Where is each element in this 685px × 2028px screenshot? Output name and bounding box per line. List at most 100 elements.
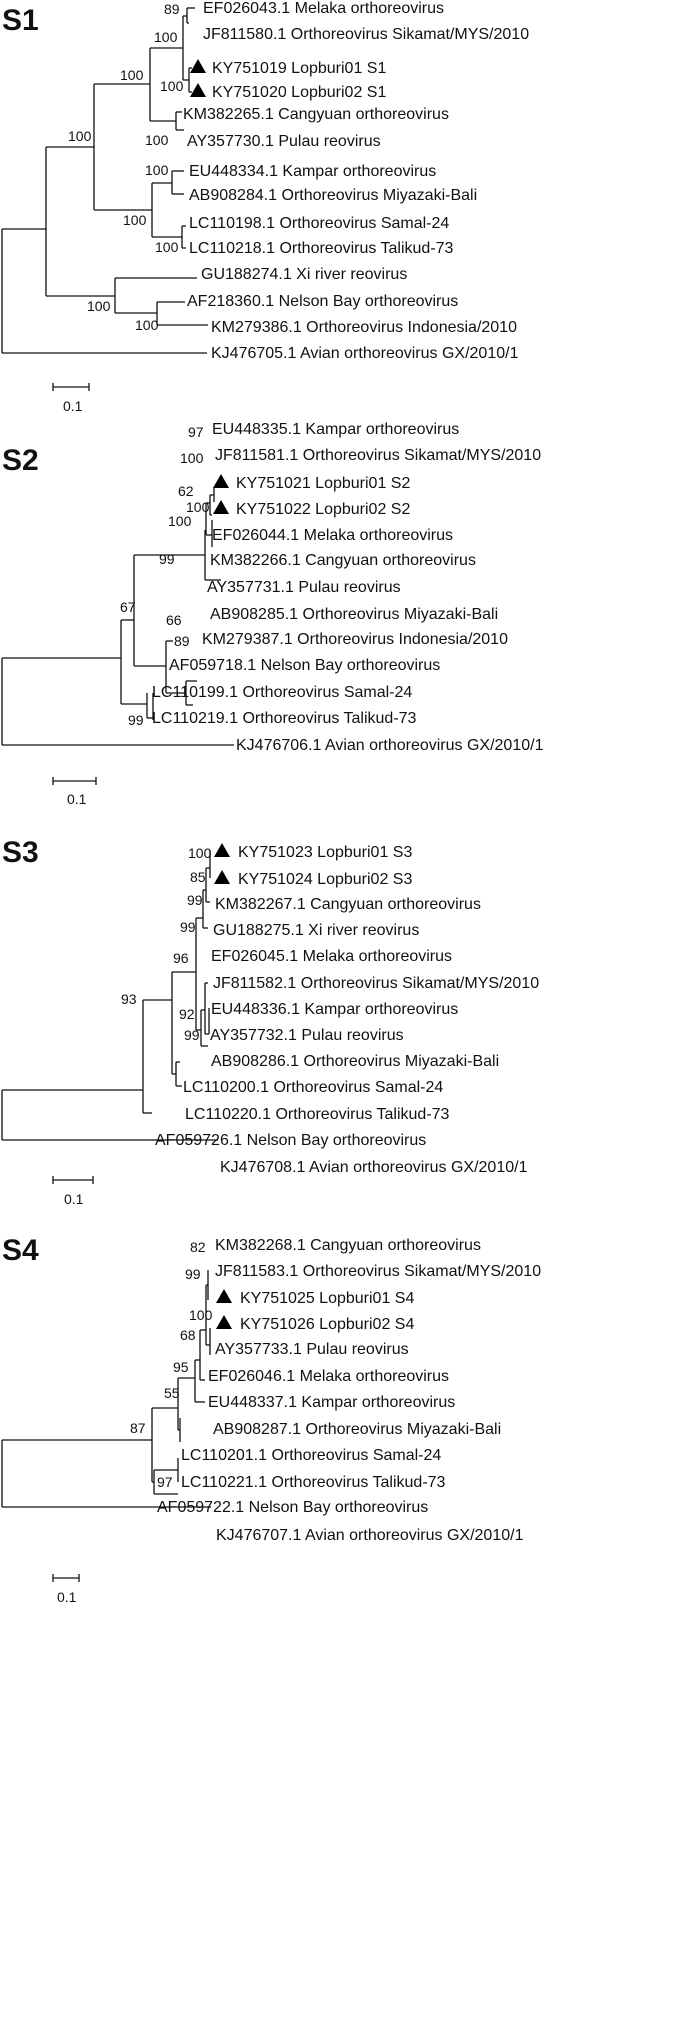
bootstrap-value: 89 — [164, 1, 180, 17]
bootstrap-value: 55 — [164, 1385, 180, 1401]
lopburi-marker-icon — [214, 870, 230, 884]
tip-label: KM382268.1 Cangyuan orthoreovirus — [215, 1237, 481, 1254]
bootstrap-values-s1: 89 100 100 100 100 100 100 100 100 100 1… — [68, 1, 184, 333]
panel-title-s3: S3 — [2, 836, 39, 869]
bootstrap-value: 99 — [159, 551, 175, 567]
tip-label: JF811583.1 Orthoreovirus Sikamat/MYS/201… — [215, 1263, 541, 1280]
tip-label: AY357733.1 Pulau reovirus — [215, 1341, 409, 1358]
tip-label: KY751023 Lopburi01 S3 — [238, 844, 412, 861]
bootstrap-value: 100 — [135, 317, 159, 333]
scale-bar-s4: 0.1 — [52, 1574, 80, 1605]
tip-label: KJ476706.1 Avian orthoreovirus GX/2010/1 — [236, 737, 544, 754]
tip-label: KJ476707.1 Avian orthoreovirus GX/2010/1 — [216, 1527, 524, 1544]
tip-label: JF811580.1 Orthoreovirus Sikamat/MYS/201… — [203, 26, 529, 43]
tip-label: KM279386.1 Orthoreovirus Indonesia/2010 — [211, 319, 517, 336]
tip-label: KM382266.1 Cangyuan orthoreovirus — [210, 552, 476, 569]
tip-label: EF026045.1 Melaka orthoreovirus — [211, 948, 452, 965]
tip-label: LC110200.1 Orthoreovirus Samal-24 — [183, 1079, 443, 1096]
scale-bar-s3: 0.1 — [52, 1176, 94, 1207]
tip-label: KY751021 Lopburi01 S2 — [236, 475, 410, 492]
scale-bar-label: 0.1 — [57, 1589, 77, 1605]
bootstrap-value: 100 — [120, 67, 144, 83]
tip-label: LC110201.1 Orthoreovirus Samal-24 — [181, 1447, 441, 1464]
tip-label: KY751024 Lopburi02 S3 — [238, 871, 412, 888]
tip-label: AY357732.1 Pulau reovirus — [210, 1027, 404, 1044]
tip-label: JF811581.1 Orthoreovirus Sikamat/MYS/201… — [215, 447, 541, 464]
scale-bar-label: 0.1 — [67, 791, 87, 807]
lopburi-marker-icon — [216, 1289, 232, 1303]
lopburi-marker-icon — [213, 474, 229, 488]
tip-label: AF059726.1 Nelson Bay orthoreovirus — [155, 1132, 426, 1149]
tip-label: EF026043.1 Melaka orthoreovirus — [203, 0, 444, 17]
bootstrap-values-s3: 100 85 99 99 96 92 99 93 — [121, 845, 212, 1043]
tip-label: KM382265.1 Cangyuan orthoreovirus — [183, 106, 449, 123]
tip-label: EU448334.1 Kampar orthoreovirus — [189, 163, 436, 180]
bootstrap-value: 100 — [168, 513, 192, 529]
bootstrap-value: 99 — [187, 892, 203, 908]
bootstrap-value: 68 — [180, 1327, 196, 1343]
panel-title-s2: S2 — [2, 444, 39, 477]
tip-label: AF218360.1 Nelson Bay orthoreovirus — [187, 293, 458, 310]
tree-branches-s1 — [1, 7, 208, 354]
tip-label: LC110220.1 Orthoreovirus Talikud-73 — [185, 1106, 450, 1123]
bootstrap-value: 100 — [186, 499, 210, 515]
tip-label: AB908284.1 Orthoreovirus Miyazaki-Bali — [189, 187, 477, 204]
tree-panel-s2: S2 — [1, 421, 544, 807]
panel-title-s1: S1 — [2, 4, 39, 37]
bootstrap-value: 67 — [120, 599, 136, 615]
bootstrap-value: 100 — [160, 78, 184, 94]
bootstrap-value: 95 — [173, 1359, 189, 1375]
tip-label: JF811582.1 Orthoreovirus Sikamat/MYS/201… — [213, 975, 539, 992]
tip-label: KJ476705.1 Avian orthoreovirus GX/2010/1 — [211, 345, 519, 362]
scale-bar-label: 0.1 — [64, 1191, 84, 1207]
lopburi-marker-icon — [216, 1315, 232, 1329]
tree-panel-s3: S3 — [1, 836, 539, 1207]
tree-branches-s4 — [1, 1270, 211, 1508]
scale-bar-s1: 0.1 — [52, 383, 90, 414]
tip-label: EF026044.1 Melaka orthoreovirus — [212, 527, 453, 544]
bootstrap-values-s2: 97 100 62 100 100 99 66 89 67 99 — [120, 424, 210, 728]
tree-panel-s4: S4 — [1, 1234, 541, 1605]
tip-label: AB908287.1 Orthoreovirus Miyazaki-Bali — [213, 1421, 501, 1438]
bootstrap-values-s4: 82 99 100 68 95 55 87 97 — [130, 1239, 213, 1490]
tip-label: AF059722.1 Nelson Bay orthoreovirus — [157, 1499, 428, 1516]
tip-label: KY751025 Lopburi01 S4 — [240, 1290, 414, 1307]
scale-bar-s2: 0.1 — [52, 777, 97, 807]
bootstrap-value: 99 — [184, 1027, 200, 1043]
bootstrap-value: 99 — [185, 1266, 201, 1282]
tip-label: AY357731.1 Pulau reovirus — [207, 579, 401, 596]
scale-bar-label: 0.1 — [63, 398, 83, 414]
lopburi-marker-icon — [190, 83, 206, 97]
tip-label: LC110221.1 Orthoreovirus Talikud-73 — [181, 1474, 446, 1491]
bootstrap-value: 100 — [180, 450, 204, 466]
tip-labels-s3: KY751023 Lopburi01 S3 KY751024 Lopburi02… — [155, 843, 539, 1176]
tree-panel-s1: S1 — [1, 0, 529, 414]
tip-label: AB908286.1 Orthoreovirus Miyazaki-Bali — [211, 1053, 499, 1070]
bootstrap-value: 100 — [145, 132, 169, 148]
tip-label: AY357730.1 Pulau reovirus — [187, 133, 381, 150]
bootstrap-value: 89 — [174, 633, 190, 649]
tree-branches-s3 — [1, 850, 218, 1141]
lopburi-marker-icon — [190, 59, 206, 73]
bootstrap-value: 82 — [190, 1239, 206, 1255]
tip-label: LC110198.1 Orthoreovirus Samal-24 — [189, 215, 449, 232]
tip-labels-s4: KM382268.1 Cangyuan orthoreovirus JF8115… — [157, 1237, 541, 1544]
tip-label: AF059718.1 Nelson Bay orthoreovirus — [169, 657, 440, 674]
bootstrap-value: 100 — [123, 212, 147, 228]
bootstrap-value: 87 — [130, 1420, 146, 1436]
tip-label: KM382267.1 Cangyuan orthoreovirus — [215, 896, 481, 913]
tip-label: KY751020 Lopburi02 S1 — [212, 84, 386, 101]
bootstrap-value: 100 — [87, 298, 111, 314]
bootstrap-value: 99 — [128, 712, 144, 728]
tip-label: LC110219.1 Orthoreovirus Talikud-73 — [152, 710, 417, 727]
tip-label: AB908285.1 Orthoreovirus Miyazaki-Bali — [210, 606, 498, 623]
bootstrap-value: 100 — [154, 29, 178, 45]
tip-label: EU448335.1 Kampar orthoreovirus — [212, 421, 459, 438]
bootstrap-value: 96 — [173, 950, 189, 966]
bootstrap-value: 100 — [68, 128, 92, 144]
bootstrap-value: 92 — [179, 1006, 195, 1022]
tip-label: KY751019 Lopburi01 S1 — [212, 60, 386, 77]
tip-label: KY751022 Lopburi02 S2 — [236, 501, 410, 518]
tip-label: LC110218.1 Orthoreovirus Talikud-73 — [189, 240, 454, 257]
